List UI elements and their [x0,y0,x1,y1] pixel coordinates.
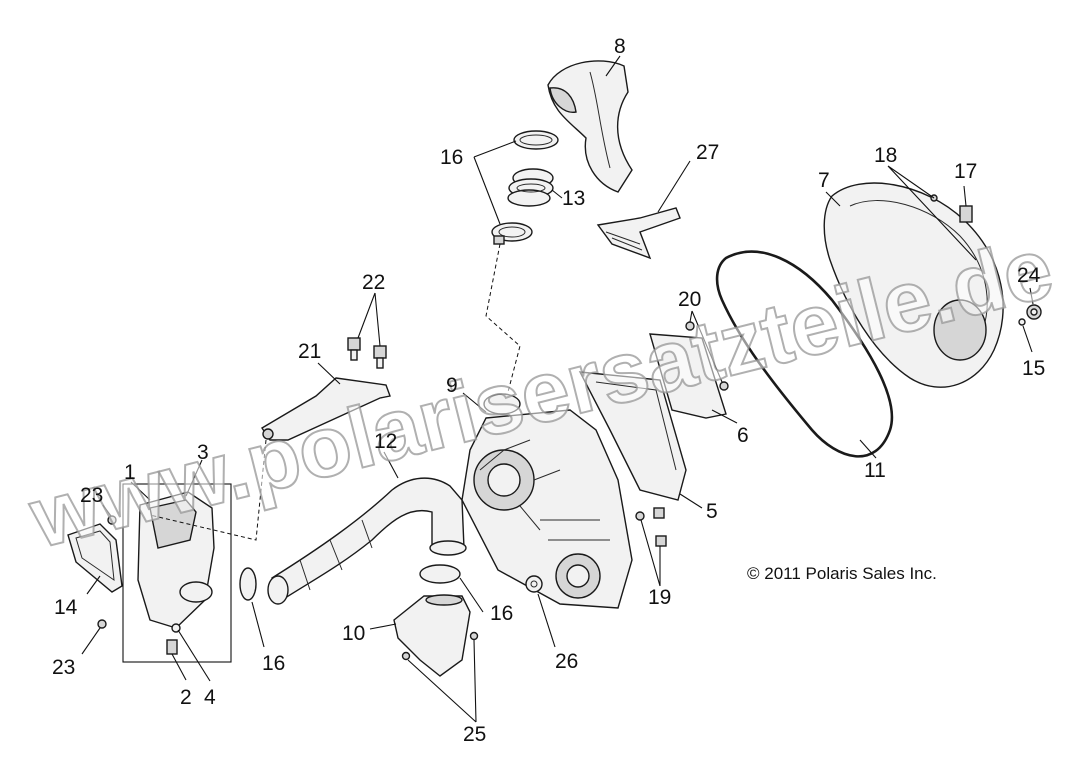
part-7-outer-cover [823,182,1004,388]
part-25-screw-left [401,651,411,661]
part-15-washer [1018,318,1026,326]
part-9-inner-cover [461,393,633,609]
part-5-seal [578,371,687,501]
callout-12: 12 [374,430,397,453]
part-10-lower-duct [393,594,471,677]
callout-10: 10 [342,622,365,645]
part-22-bolts [347,337,387,369]
part-16-bottom-clamp [419,564,461,584]
callout-24: 24 [1017,264,1041,287]
part-12-intake-hose [267,477,467,605]
callout-17: 17 [954,160,977,183]
callout-16-upper: 16 [440,146,463,169]
dashed-connection-line [485,243,521,393]
callout-23-upper: 23 [80,484,103,507]
callout-11: 11 [864,459,886,482]
part-13-boot [507,168,554,207]
part-24-nut [1026,304,1042,320]
callout-1: 1 [124,461,136,484]
part-16-left-clamp [239,567,257,601]
callout-7: 7 [818,169,830,192]
callout-18: 18 [874,144,897,167]
callout-19: 19 [648,586,671,609]
callout-16-bottom: 16 [490,602,513,625]
callout-6: 6 [737,424,749,447]
part-25-screw-right [469,631,479,641]
callout-26: 26 [555,650,578,673]
callout-25: 25 [463,723,486,746]
callout-16-left: 16 [262,652,285,675]
callout-22: 22 [362,271,385,294]
part-16-upper-clamp [513,130,559,150]
part-19-bolts [635,507,667,547]
callout-4: 4 [204,686,216,709]
copyright-notice: © 2011 Polaris Sales Inc. [747,564,937,583]
part-27-bracket [596,207,681,260]
callout-3: 3 [197,441,209,464]
callout-8: 8 [614,35,626,58]
part-14-gasket [67,523,123,593]
callout-23-lower: 23 [52,656,75,679]
part-16-lower-clamp [491,222,533,245]
part-8-intake-duct [547,60,633,193]
callout-13: 13 [562,187,585,210]
callout-numbers: 8 16 13 27 22 21 9 12 1 3 23 14 23 2 4 1… [52,35,1045,746]
callout-9: 9 [446,374,458,397]
leader-lines [81,55,1034,723]
part-11-drive-belt [715,250,894,458]
callout-14: 14 [54,596,78,619]
part-23-screw-lower [97,619,107,629]
part-23-screw-upper [107,515,117,525]
callout-27: 27 [696,141,719,164]
part-21-bracket [261,377,391,441]
part-2-drain [166,639,178,655]
callout-15: 15 [1022,357,1045,380]
dashed-mount-line [149,439,267,541]
callout-2: 2 [180,686,192,709]
callout-5: 5 [706,500,718,523]
part-17-label [959,205,973,223]
part-6-plate [649,333,727,419]
part-1-group-box [122,483,232,663]
callout-21: 21 [298,340,321,363]
part-20-fastener-2 [719,381,729,391]
callout-20: 20 [678,288,701,311]
part-26-washer [525,575,543,593]
